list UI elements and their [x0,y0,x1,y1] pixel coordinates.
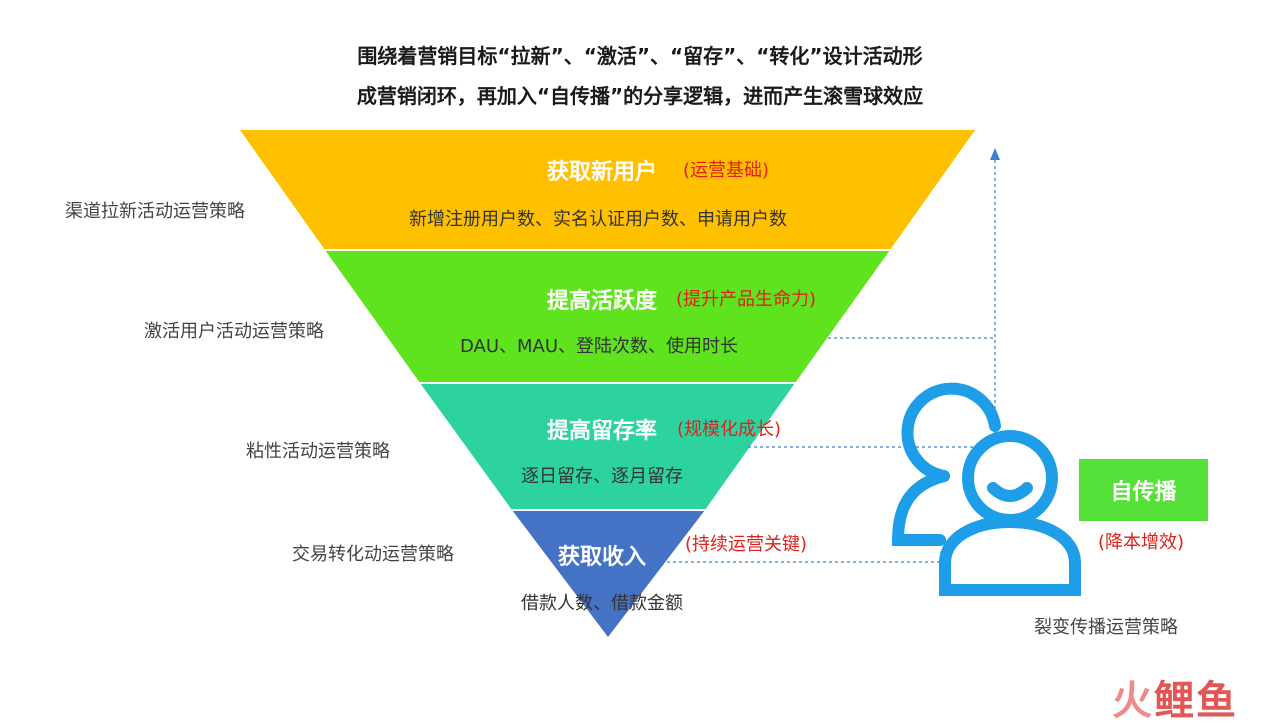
stage-metrics-acquire: 新增注册用户数、实名认证用户数、申请用户数 [409,209,787,230]
watermark-logo: 火鲤鱼 [1112,668,1238,726]
viral-note: (降本增效) [1098,532,1185,553]
funnel-segment-retain [420,383,795,510]
stage-title-activate: 提高活跃度 [547,289,658,314]
feedback-lines [655,160,996,563]
header-line-2: 成营销闭环，再加入“自传播”的分享逻辑，进而产生滚雪球效应 [356,84,924,108]
stage-note-acquire: (运营基础) [683,160,770,181]
strategy-label-retain: 粘性活动运营策略 [246,441,390,462]
strategy-label-acquire: 渠道拉新活动运营策略 [65,201,245,222]
strategy-label-activate: 激活用户活动运营策略 [144,321,324,342]
watermark-char-3: 鱼 [1196,678,1238,724]
stage-title-revenue: 获取收入 [558,545,647,570]
watermark-char-1: 火 [1112,678,1154,724]
stage-metrics-retain: 逐日留存、逐月留存 [521,466,683,487]
watermark-char-2: 鲤 [1154,678,1196,724]
stage-title-acquire: 获取新用户 [547,160,658,185]
header-line-1: 围绕着营销目标“拉新”、“激活”、“留存”、“转化”设计活动形 [357,44,923,68]
stage-note-revenue: (持续运营关键) [685,534,808,555]
stage-metrics-activate: DAU、MAU、登陆次数、使用时长 [460,336,739,357]
funnel-segment-activate [325,250,890,383]
stage-note-activate: (提升产品生命力) [676,289,817,310]
stage-note-retain: (规模化成长) [677,419,782,440]
strategy-label-revenue: 交易转化动运营策略 [292,544,454,565]
stage-metrics-revenue: 借款人数、借款金额 [521,593,683,614]
strategy-label-viral: 裂变传播运营策略 [1034,617,1178,638]
arrow-up-icon [990,148,1000,160]
funnel-segment-revenue [512,510,705,637]
stage-title-retain: 提高留存率 [547,419,658,444]
users-icon [891,382,1081,596]
funnel-segment-acquire [240,130,975,250]
viral-badge: 自传播 [1079,459,1208,521]
